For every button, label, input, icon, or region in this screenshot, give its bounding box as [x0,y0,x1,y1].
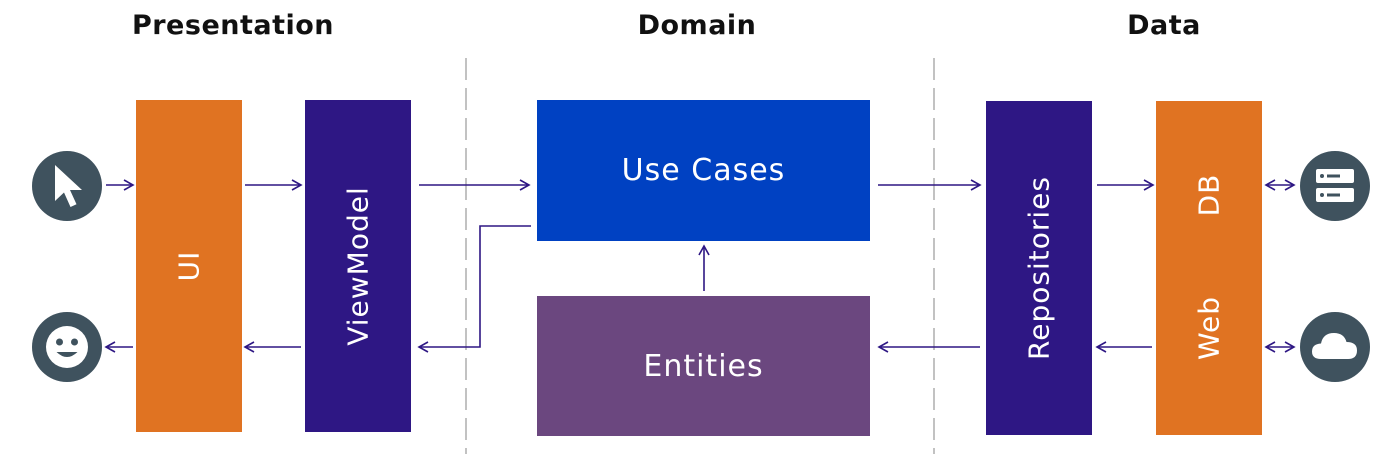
use-cases-label: Use Cases [621,153,786,188]
repositories-label: Repositories [1022,176,1056,360]
cloud-icon [1300,312,1370,382]
server-icon [1300,151,1370,221]
entities-label: Entities [643,348,764,384]
entities-box: Entities [537,296,870,436]
arrow-usecases-to-viewmodel [417,225,531,353]
heading-domain: Domain [637,10,757,41]
db-label: DB [1192,173,1226,216]
web-label: Web [1192,296,1226,361]
viewmodel-box: ViewModel [305,100,411,432]
use-cases-box: Use Cases [537,100,870,241]
ui-label: UI [172,250,206,282]
smiley-icon [32,312,102,382]
data-sources-box: DB Web [1156,101,1262,435]
cursor-icon [32,151,102,221]
heading-presentation: Presentation [131,10,335,41]
viewmodel-label: ViewModel [341,186,375,346]
repositories-box: Repositories [986,101,1092,435]
ui-box: UI [136,100,242,432]
heading-data: Data [1127,10,1201,41]
